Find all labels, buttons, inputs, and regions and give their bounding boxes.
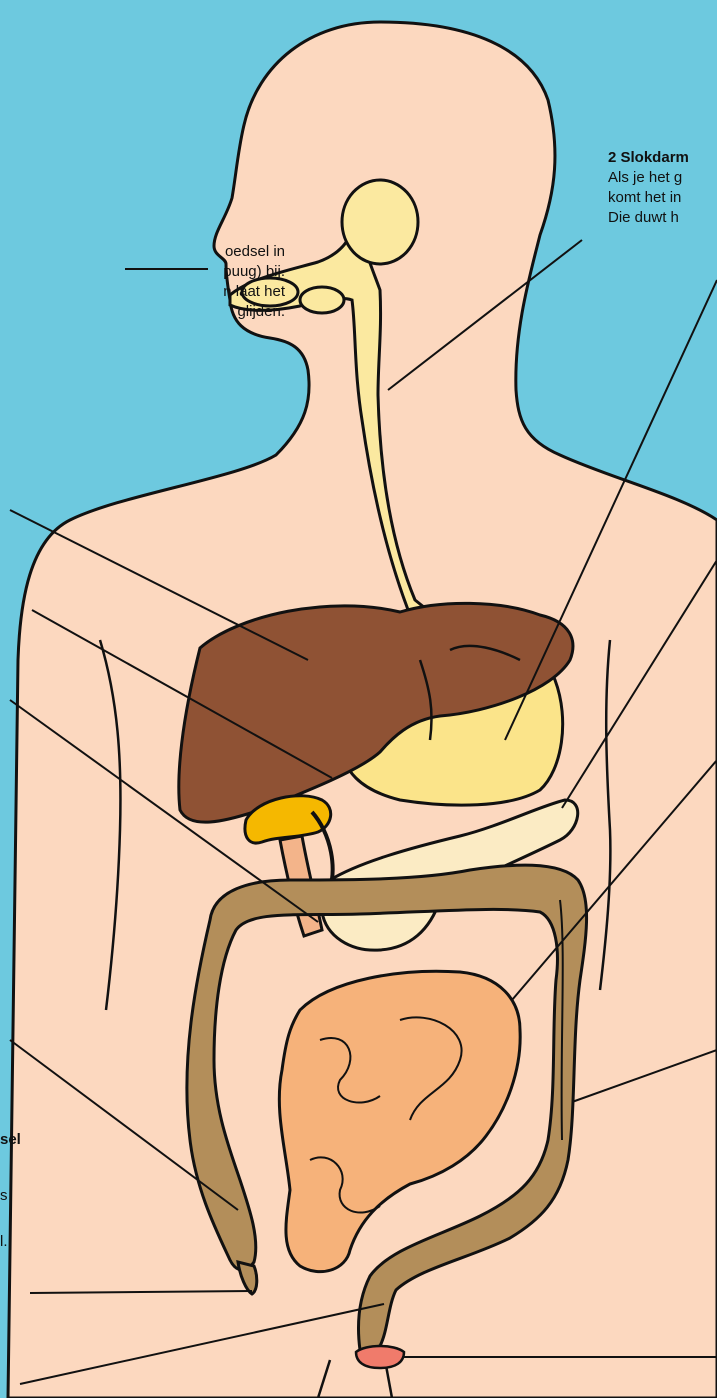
anus bbox=[356, 1346, 404, 1368]
label-colon-left-title: sel bbox=[0, 1130, 21, 1150]
label-mouth-line-2: puug) bij. bbox=[223, 262, 285, 282]
parotid-gland bbox=[342, 180, 418, 264]
label-colon-left-line-2: l. bbox=[0, 1232, 21, 1252]
label-esophagus-line-1: Als je het g bbox=[608, 168, 689, 188]
label-mouth-line-1: oedsel in bbox=[223, 242, 285, 262]
label-esophagus-title: 2 Slokdarm bbox=[608, 148, 689, 168]
submandibular-gland bbox=[300, 287, 344, 313]
label-esophagus-line-3: Die duwt h bbox=[608, 208, 689, 228]
label-mouth-line-3: n laat het bbox=[223, 282, 285, 302]
label-esophagus: 2 Slokdarm Als je het g komt het in Die … bbox=[608, 148, 689, 228]
label-colon-left: sel s l. bbox=[0, 1130, 21, 1252]
label-mouth-line-4: glijden. bbox=[223, 302, 285, 322]
label-esophagus-line-2: komt het in bbox=[608, 188, 689, 208]
label-colon-left-line-1: s bbox=[0, 1186, 21, 1206]
label-mouth: oedsel in puug) bij. n laat het glijden. bbox=[223, 242, 285, 322]
